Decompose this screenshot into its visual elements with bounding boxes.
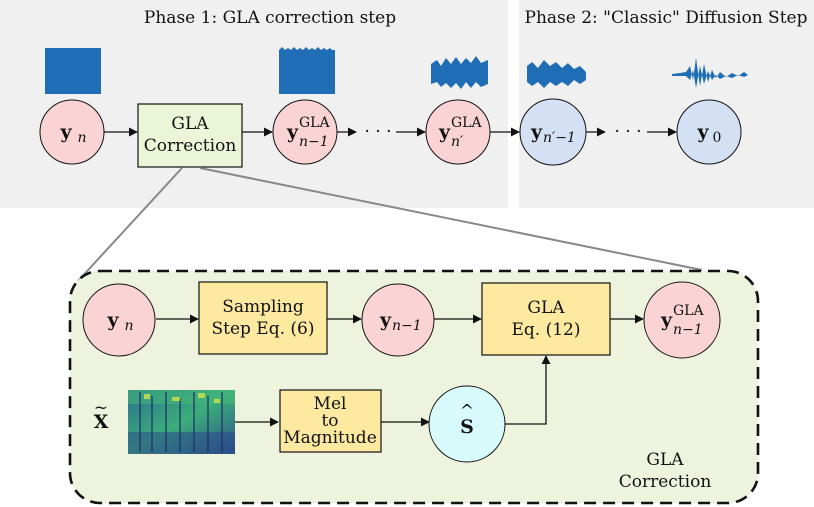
detail-node-y-out-sup: GLA	[673, 303, 704, 319]
node-y-nm1-sup: GLA	[299, 115, 330, 131]
sampling-line1: Sampling	[222, 297, 304, 317]
gla-correction-box	[137, 103, 243, 168]
mel-line2: to	[321, 411, 338, 431]
node-y-nm1-label: y	[286, 121, 299, 143]
detail-node-y-out-label: y	[660, 309, 673, 331]
detail-node-y-nm1-label: y	[379, 309, 392, 331]
sampling-line2: Step Eq. (6)	[211, 319, 314, 339]
waveform-ynpm1	[527, 60, 586, 88]
detail-node-y-nm1-sub: n−1	[392, 318, 422, 334]
node-y-n-label: y	[59, 121, 72, 143]
zoom-line-right	[199, 167, 703, 271]
mel-line1: Mel	[314, 394, 347, 414]
node-y-0	[676, 99, 742, 165]
gla-eq-box	[481, 282, 611, 356]
node-y-np-label: y	[438, 121, 451, 143]
x-tilde-mark: ~	[94, 398, 108, 418]
node-y-nm1-gla	[272, 99, 338, 165]
detail-node-y-n-sub: n	[124, 318, 133, 334]
detail-caption-line1: GLA	[646, 450, 684, 470]
gla-box-line2: Correction	[144, 136, 237, 156]
detail-node-y-out-sub: n−1	[673, 322, 703, 338]
node-s-hat-mark: ^	[460, 401, 474, 421]
phase1-title: Phase 1: GLA correction step	[144, 8, 396, 28]
waveform-ynm1	[279, 47, 335, 94]
node-y-np-sup: GLA	[451, 115, 482, 131]
node-y-0-label: y	[696, 121, 709, 143]
detail-node-y-n-label: y	[106, 309, 119, 331]
spectrogram-image	[128, 390, 235, 454]
node-y-n-sub: n	[77, 130, 86, 146]
mel-to-magnitude-box	[279, 389, 382, 453]
detail-node-y-nm1	[361, 283, 435, 357]
waveform-yn	[45, 48, 101, 94]
node-y-0-sub: 0	[713, 130, 722, 146]
sampling-box	[198, 281, 328, 355]
waveform-ynp	[431, 56, 488, 89]
gla-box-line1: GLA	[171, 114, 209, 134]
waveform-y0	[672, 58, 748, 88]
node-y-nm1-sub: n−1	[299, 134, 329, 150]
node-y-np-sub: n′	[451, 134, 464, 150]
node-y-np-gla	[425, 99, 491, 165]
dots-1: · · ·	[364, 122, 391, 142]
gla-eq-line2: Eq. (12)	[512, 320, 581, 340]
detail-node-y-out	[643, 281, 721, 359]
node-s-hat-label: S	[460, 416, 474, 438]
detail-caption-line2: Correction	[619, 472, 712, 492]
mel-line3: Magnitude	[283, 428, 377, 448]
detail-node-y-n	[82, 283, 156, 357]
node-y-npm1-label: y	[530, 121, 543, 143]
zoom-line-left	[77, 167, 183, 282]
node-y-n	[39, 99, 105, 165]
dots-2: · · ·	[614, 122, 641, 142]
phase2-title: Phase 2: "Classic" Diffusion Step	[525, 8, 808, 28]
node-y-npm1-sub: n′−1	[543, 130, 576, 146]
x-tilde-label: X	[94, 411, 109, 433]
arrow-s-gla	[505, 355, 551, 425]
gla-eq-line1: GLA	[527, 298, 565, 318]
